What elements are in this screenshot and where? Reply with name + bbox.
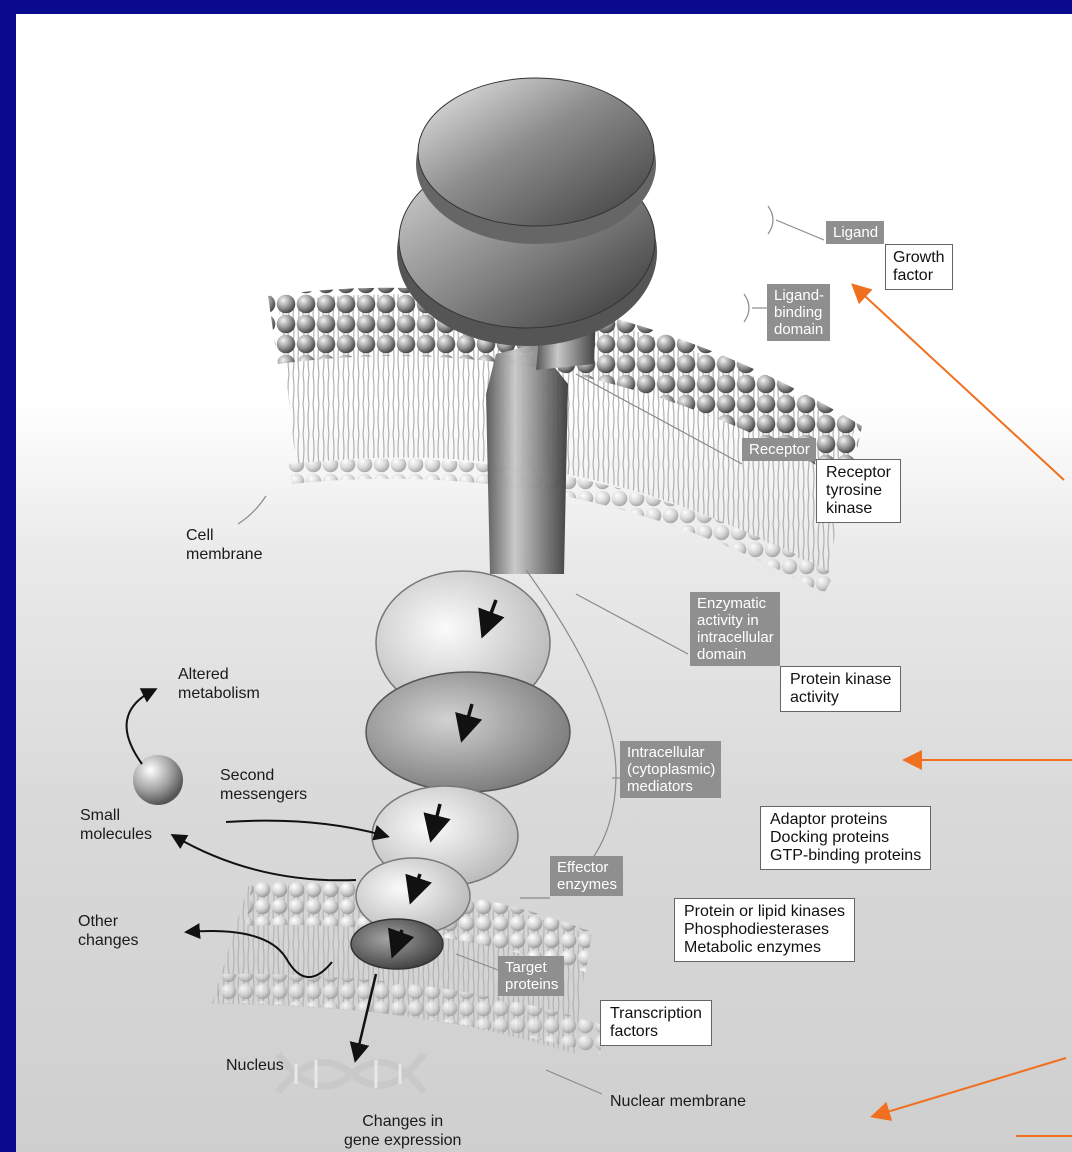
label-growth-factor: Growth factor — [885, 244, 953, 290]
label-enzymatic-activity: Enzymatic activity in intracellular doma… — [690, 592, 780, 666]
label-effector-enzymes: Effector enzymes — [550, 856, 623, 896]
label-ligand-binding-domain: Ligand- binding domain — [767, 284, 830, 341]
label-adaptor-proteins: Adaptor proteins Docking proteins GTP-bi… — [760, 806, 931, 870]
label-nuclear-membrane: Nuclear membrane — [610, 1092, 746, 1111]
label-ligand: Ligand — [826, 221, 884, 244]
label-cell-membrane: Cell membrane — [186, 526, 262, 564]
label-transcription-factors: Transcription factors — [600, 1000, 712, 1046]
label-intracellular-mediators: Intracellular (cytoplasmic) mediators — [620, 741, 721, 798]
label-receptor: Receptor — [742, 438, 816, 461]
label-second-messengers: Second messengers — [220, 766, 307, 804]
label-receptor-tyrosine-kinase: Receptor tyrosine kinase — [816, 459, 901, 523]
label-target-proteins: Target proteins — [498, 956, 564, 996]
label-protein-kinase-activity: Protein kinase activity — [780, 666, 901, 712]
label-changes-gene-expression: Changes in gene expression — [344, 1112, 461, 1150]
label-altered-metabolism: Altered metabolism — [178, 665, 260, 703]
diagram-canvas: Ligand Growth factor Ligand- binding dom… — [16, 14, 1072, 1152]
label-other-changes: Other changes — [78, 912, 139, 950]
label-small-molecules: Small molecules — [80, 806, 152, 844]
dna-helix — [278, 1054, 424, 1092]
label-nucleus: Nucleus — [226, 1056, 284, 1075]
cascade-discs — [351, 571, 570, 969]
label-effector-examples: Protein or lipid kinases Phosphodiestera… — [674, 898, 855, 962]
